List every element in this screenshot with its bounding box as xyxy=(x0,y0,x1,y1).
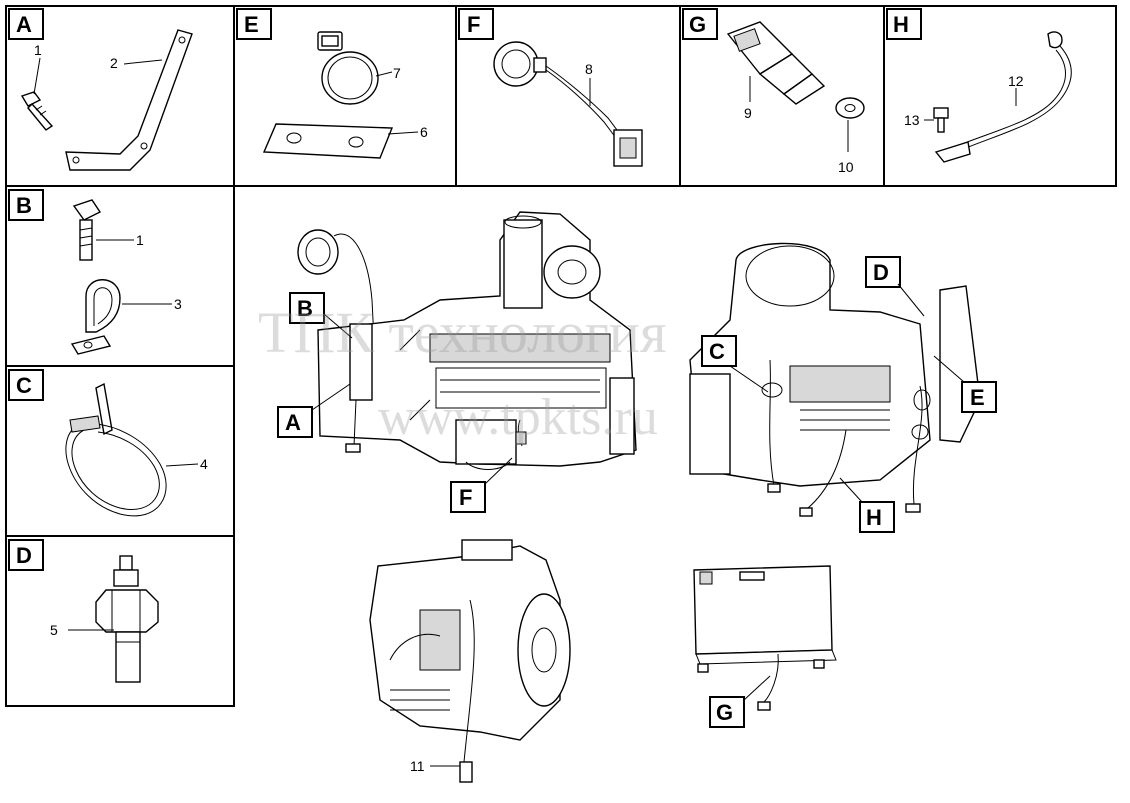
panel-c: C 4 xyxy=(8,369,208,517)
ground-cable-icon xyxy=(934,31,1072,163)
bracket-icon xyxy=(65,29,193,171)
panel-e: E 7 6 xyxy=(236,8,428,159)
callout-label: B xyxy=(297,296,313,321)
gasket-plate-icon xyxy=(262,123,394,159)
watermark-line-1: ТПК технология xyxy=(258,300,667,365)
watermark-line-2: www.tpkts.ru xyxy=(378,389,658,446)
main-view-callouts: B A F xyxy=(277,292,513,513)
part-number: 12 xyxy=(1008,73,1024,89)
part-number: 2 xyxy=(110,55,118,71)
callout-label: C xyxy=(709,339,725,364)
panel-d: D 5 xyxy=(8,539,159,683)
temperature-sensor-icon xyxy=(95,555,159,683)
part-number: 1 xyxy=(136,232,144,248)
panel-h: H 12 13 xyxy=(886,8,1072,163)
part-number: 1 xyxy=(34,42,42,58)
callout-label: D xyxy=(873,260,889,285)
panel-e-label: E xyxy=(244,12,259,37)
part-number: 8 xyxy=(585,61,593,77)
pressure-sensor-icon xyxy=(726,21,826,105)
panel-c-label: C xyxy=(16,373,32,398)
panel-g: G 9 10 xyxy=(682,8,865,175)
sensor-harness-icon xyxy=(493,41,643,167)
detail-panel-frames xyxy=(5,5,1117,707)
bolt-icon xyxy=(72,199,102,261)
part-number: 7 xyxy=(393,65,401,81)
callout-label: H xyxy=(866,505,882,530)
panel-a: A 1 2 xyxy=(8,8,193,171)
engine-front-view xyxy=(689,242,981,517)
callout-label: E xyxy=(970,385,985,410)
callout-label: A xyxy=(285,410,301,435)
right-view-callouts: D C E H xyxy=(701,256,997,533)
control-box-callouts: G xyxy=(709,675,771,728)
part-number: 6 xyxy=(420,124,428,140)
bolt-icon xyxy=(933,107,949,133)
callout-label: G xyxy=(716,700,733,725)
callout-label: F xyxy=(459,485,472,510)
watermark: ТПК технология www.tpkts.ru xyxy=(258,300,667,446)
p-clamp-icon xyxy=(70,279,121,355)
panel-h-label: H xyxy=(893,12,909,37)
bolt-icon xyxy=(20,91,54,131)
part-number: 5 xyxy=(50,622,58,638)
panel-g-label: G xyxy=(689,12,706,37)
control-box xyxy=(693,565,837,711)
part-number: 4 xyxy=(200,456,208,472)
part-number: 10 xyxy=(838,159,854,175)
panel-a-label: A xyxy=(16,12,32,37)
panel-d-label: D xyxy=(16,543,32,568)
bottom-view-callouts: 11 xyxy=(410,758,460,774)
engine-side-view xyxy=(297,211,637,470)
part-number: 11 xyxy=(410,758,425,774)
part-number: 3 xyxy=(174,296,182,312)
panel-b: B 1 3 xyxy=(8,189,182,355)
hose-clamp-icon xyxy=(317,31,379,105)
engine-rear-view xyxy=(369,539,571,783)
panel-f-label: F xyxy=(467,12,480,37)
cable-tie-icon xyxy=(65,382,167,517)
panel-f: F 8 xyxy=(458,8,643,167)
washer-icon xyxy=(835,97,865,119)
part-number: 9 xyxy=(744,105,752,121)
part-number: 13 xyxy=(904,112,920,128)
panel-b-label: B xyxy=(16,193,32,218)
